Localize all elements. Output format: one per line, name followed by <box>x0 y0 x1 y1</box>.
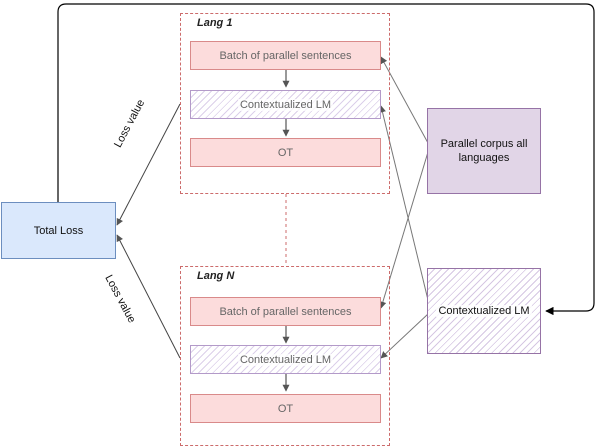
contextualized-lm-1: Contextualized LM <box>190 90 381 119</box>
corpus-to-batch-n <box>379 151 429 309</box>
contextualized-lm-1-label: Contextualized LM <box>237 98 334 111</box>
group-lang-1: Lang 1 <box>180 13 390 194</box>
batch-parallel-sentences-1: Batch of parallel sentences <box>190 41 381 70</box>
group-lang-n: Lang N <box>180 266 390 446</box>
group-title-lang-1: Lang 1 <box>197 17 233 29</box>
contextualized-lm-box-label: Contextualized LM <box>436 305 532 317</box>
contextualized-lm-n: Contextualized LM <box>190 345 381 374</box>
ctx-lm-to-lm-n <box>380 313 429 359</box>
corpus-to-batch-1 <box>380 56 429 144</box>
total-loss-box: Total Loss <box>1 202 116 259</box>
batch-parallel-sentences-n: Batch of parallel sentences <box>190 297 381 326</box>
parallel-corpus-box: Parallel corpus all languages <box>427 108 541 194</box>
loss-arrow-bottom <box>116 234 181 359</box>
ot-1: OT <box>190 138 381 167</box>
contextualized-lm-box: Contextualized LM <box>427 268 541 354</box>
ctx-lm-to-lm-1 <box>379 105 429 301</box>
group-title-lang-n: Lang N <box>197 270 235 282</box>
ot-n: OT <box>190 394 381 423</box>
contextualized-lm-n-label: Contextualized LM <box>237 353 334 366</box>
loss-arrow-top <box>116 103 181 226</box>
feedback-loop-arrow <box>57 3 595 316</box>
